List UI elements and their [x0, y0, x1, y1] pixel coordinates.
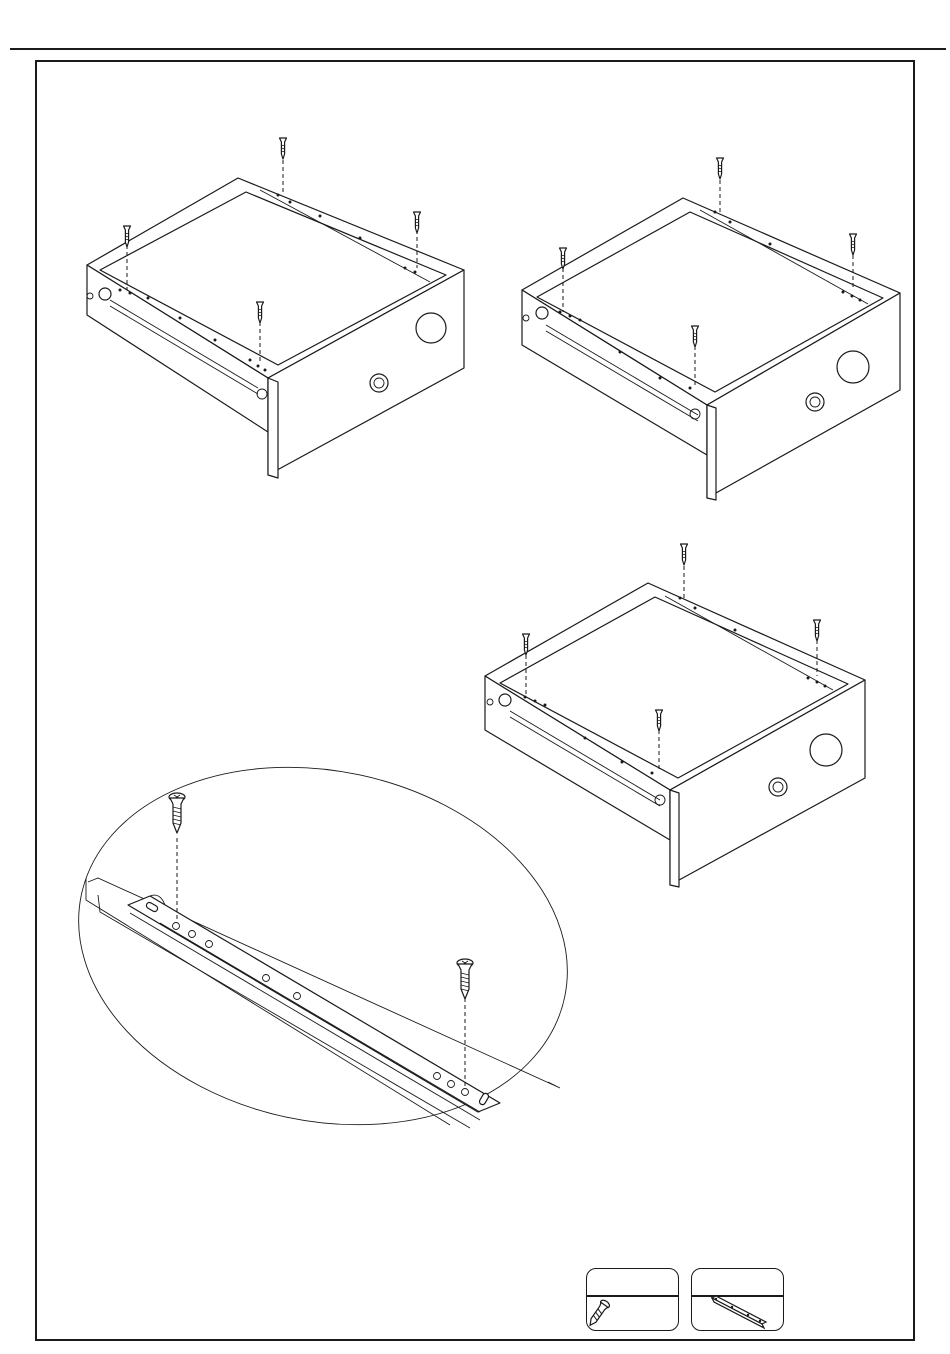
drawer-view-3 [485, 544, 865, 887]
hardware-panel-screw [586, 1268, 679, 1331]
screw-icon [587, 1296, 680, 1332]
drawer-view-1 [87, 138, 464, 478]
drawer-slide-icon [692, 1296, 785, 1332]
drawer-view-2 [522, 158, 900, 500]
hardware-panel-slide [691, 1268, 784, 1331]
detail-view [45, 723, 601, 1168]
